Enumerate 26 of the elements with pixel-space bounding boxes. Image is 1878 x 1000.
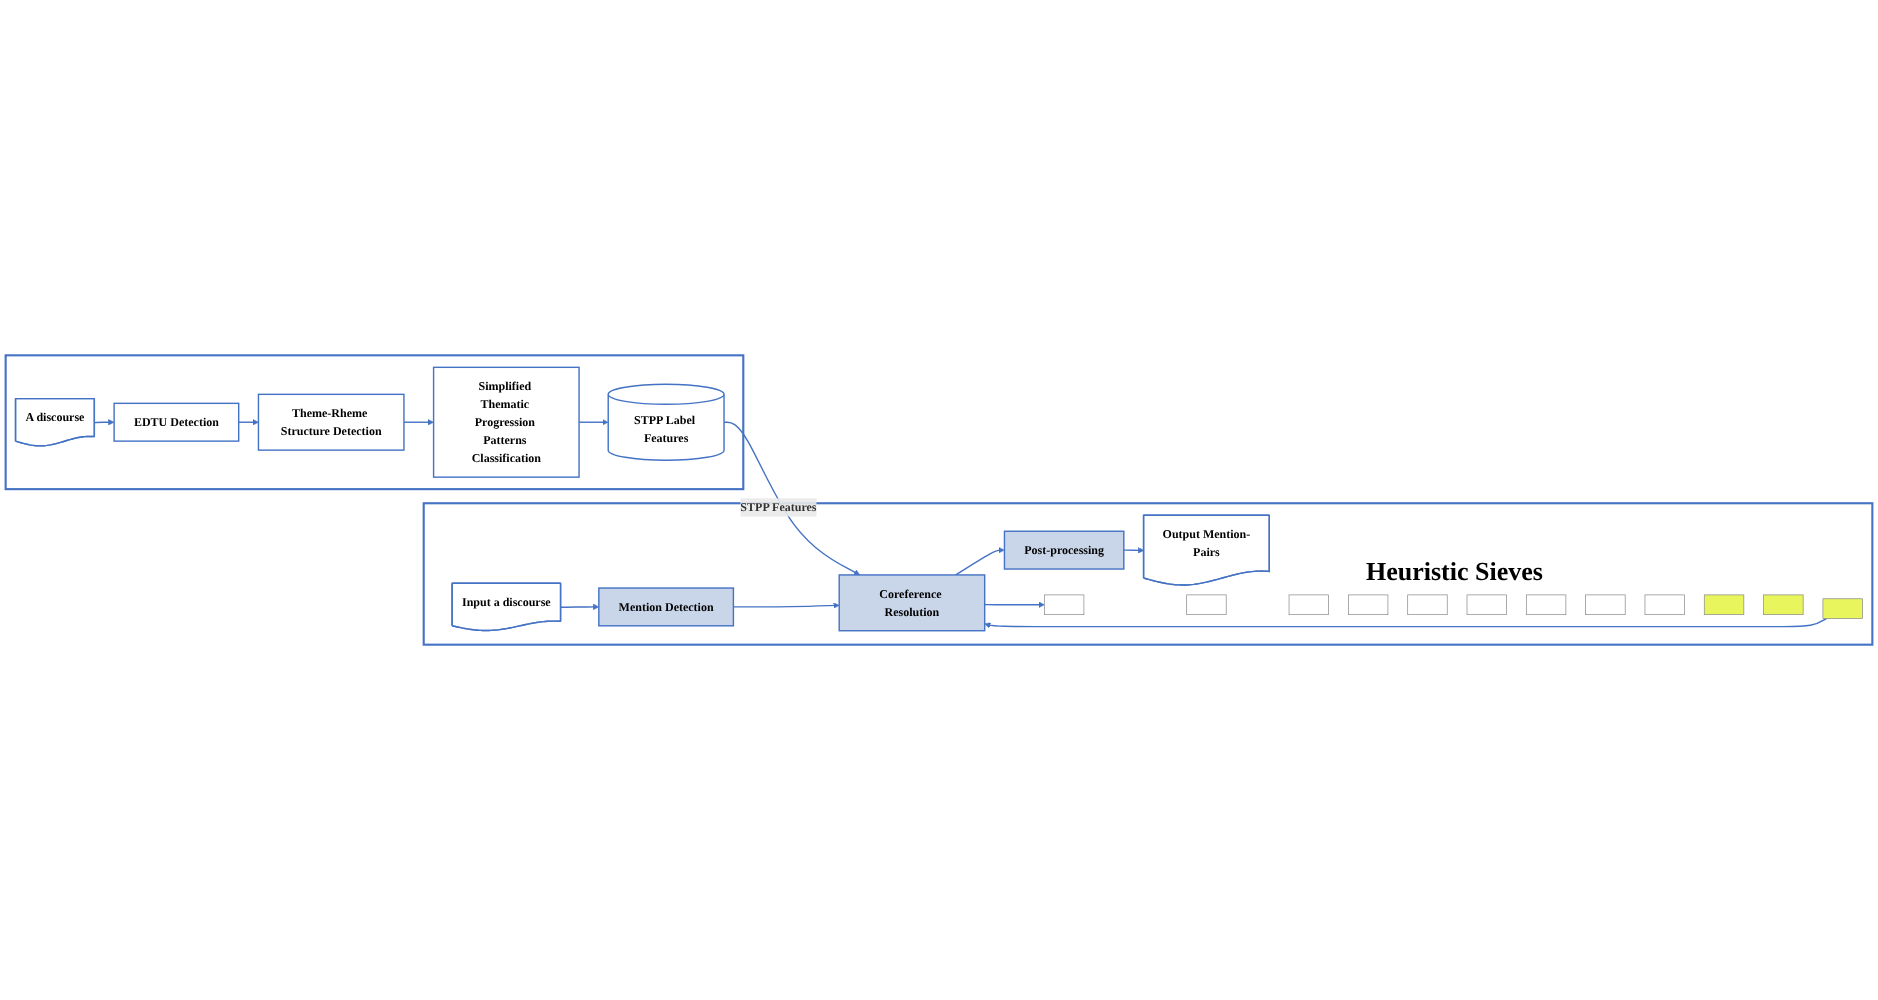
node-box (1763, 594, 1804, 615)
node-box (1644, 594, 1685, 615)
node-box (1703, 594, 1745, 615)
arrow (954, 547, 1005, 576)
arrow (403, 419, 434, 426)
arrow (723, 421, 861, 576)
node-box (1585, 594, 1626, 615)
node-box (1407, 594, 1448, 615)
arrow (238, 419, 259, 426)
arrow (732, 602, 840, 609)
node-box (1822, 598, 1863, 619)
arrow (1123, 547, 1145, 554)
node-box (1288, 594, 1329, 615)
arrow (578, 419, 609, 426)
cluster (4, 354, 745, 491)
arrow (984, 617, 1828, 629)
node-box (1186, 594, 1227, 615)
group-label: Heuristic Sieves (1366, 556, 1543, 588)
arrow (983, 601, 1045, 608)
node-box (1044, 594, 1085, 615)
arrow (94, 419, 115, 426)
arrow (560, 603, 600, 610)
node-box (1348, 594, 1389, 615)
cluster (422, 502, 1874, 646)
node-box (1466, 594, 1507, 615)
node-box (1525, 594, 1567, 615)
